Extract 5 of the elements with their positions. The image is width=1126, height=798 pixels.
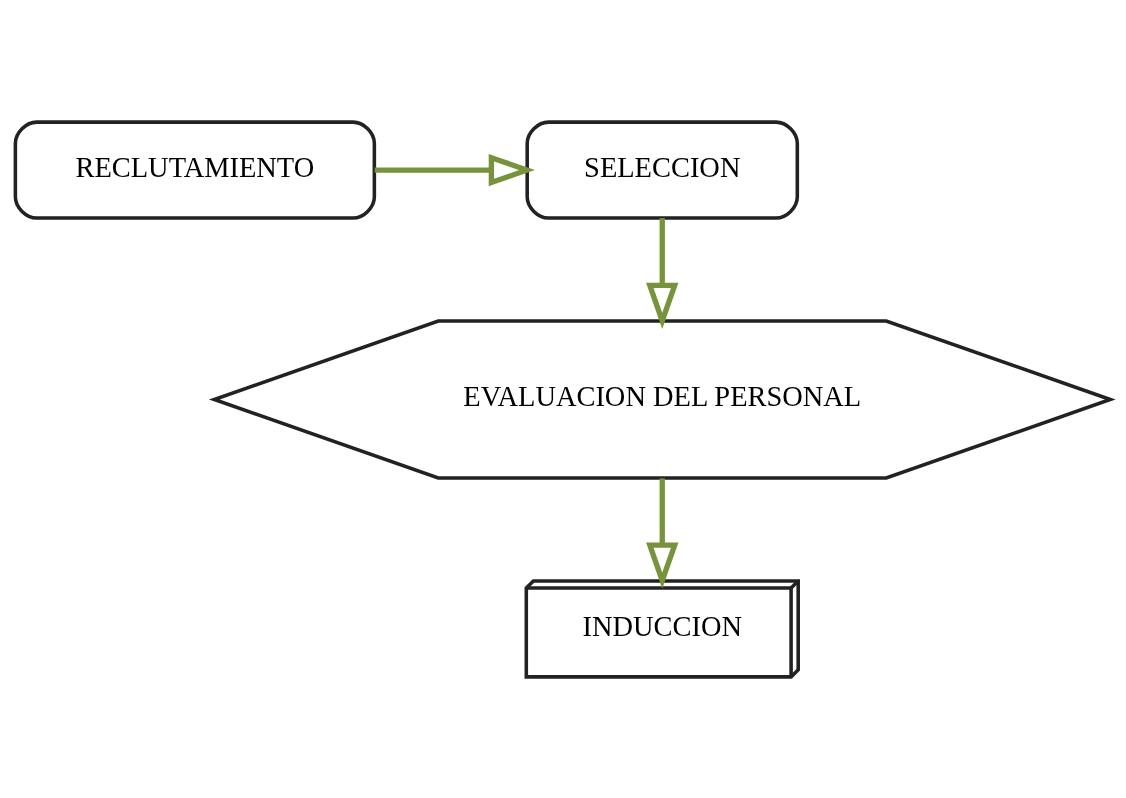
arrow	[646, 477, 679, 589]
node-box: SELECCION	[525, 119, 800, 220]
node-box: RECLUTAMIENTO	[13, 119, 377, 220]
arrow	[646, 217, 679, 329]
arrow	[374, 153, 535, 186]
